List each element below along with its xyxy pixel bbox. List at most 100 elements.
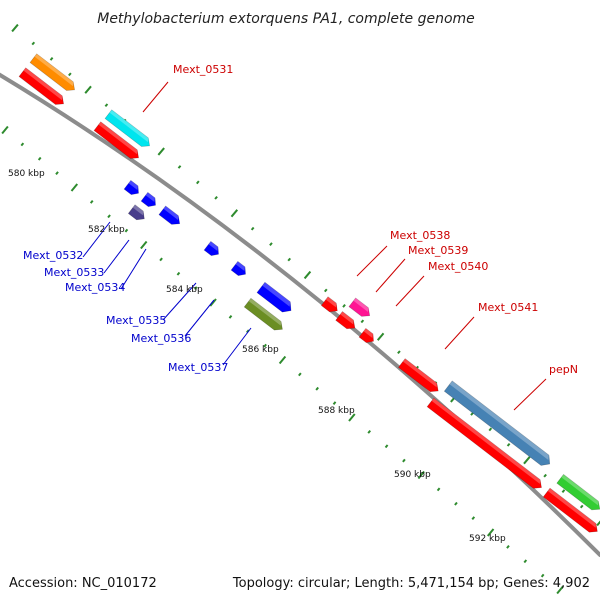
gene-arrow-highlight: [235, 261, 246, 271]
tick-mark: [367, 430, 372, 434]
gene-arrow-highlight: [363, 328, 374, 338]
tick-mark: [303, 270, 312, 280]
gene-arrow-highlight: [402, 358, 437, 388]
gene-label[interactable]: Mext_0536: [131, 332, 191, 345]
tick-mark: [84, 85, 92, 94]
gene-labels: Mext_0531Mext_0532Mext_0533Mext_0534Mext…: [23, 63, 578, 411]
tick-mark: [11, 23, 19, 33]
gene-label-leader: [120, 248, 147, 290]
tick-mark: [49, 57, 54, 61]
tick-mark: [176, 271, 181, 276]
tick-mark: [488, 427, 493, 432]
gene-feature: [127, 204, 145, 221]
gene-arrow-highlight: [431, 398, 541, 484]
gene-arrow-highlight: [34, 53, 74, 87]
tick-mark: [397, 350, 401, 355]
gene-arrow-highlight: [98, 121, 138, 155]
gene-arrow-highlight: [128, 180, 139, 190]
gene-feature: [140, 191, 156, 207]
gene-label-leader: [103, 239, 130, 274]
gene-arrow: [18, 67, 64, 105]
gene-label[interactable]: Mext_0541: [478, 301, 538, 314]
tick-mark: [193, 286, 198, 290]
gene-arrow-highlight: [547, 488, 596, 528]
tick-mark: [177, 165, 182, 169]
gene-label-leader: [375, 258, 406, 293]
map-title: Methylobacterium extorquens PA1, complet…: [97, 11, 475, 27]
tick-mark: [89, 200, 94, 204]
gene-feature: [320, 296, 338, 313]
gene-arrow: [140, 191, 156, 207]
gene-feature: [243, 297, 283, 331]
gene-feature: [29, 53, 75, 91]
gene-label[interactable]: Mext_0539: [408, 244, 468, 257]
tick-mark: [228, 315, 233, 319]
tick-mark: [540, 573, 545, 578]
gene-arrow-highlight: [340, 311, 354, 325]
genome-summary-text: Topology: circular; Length: 5,471,154 bp…: [232, 576, 590, 591]
gene-label[interactable]: Mext_0537: [168, 361, 228, 374]
tick-mark: [140, 240, 148, 250]
gene-arrow: [243, 297, 283, 331]
gene-arrow-highlight: [23, 67, 63, 101]
tick-label: 584 kbp: [166, 285, 203, 295]
tick-mark: [454, 501, 458, 506]
gene-arrow-highlight: [353, 297, 369, 312]
gene-feature: [203, 240, 219, 256]
tick-mark: [315, 386, 319, 391]
tick-mark: [471, 516, 476, 520]
gene-label[interactable]: Mext_0531: [173, 63, 233, 76]
gene-label-leader: [184, 299, 215, 337]
tick-mark: [37, 156, 42, 161]
gene-feature: [158, 205, 181, 225]
tick-mark: [209, 298, 217, 307]
tick-label: 592 kbp: [469, 534, 506, 544]
gene-features: [18, 53, 600, 533]
tick-mark: [246, 329, 250, 334]
gene-label[interactable]: Mext_0535: [106, 314, 166, 327]
gene-feature: [123, 179, 139, 195]
gene-label-leader: [513, 378, 547, 411]
gene-feature: [556, 473, 600, 511]
gene-label[interactable]: pepN: [549, 363, 578, 376]
tick-mark: [470, 412, 474, 416]
tick-mark: [278, 355, 287, 365]
tick-mark: [596, 520, 600, 527]
gene-arrow: [104, 109, 150, 147]
gene-feature: [93, 121, 139, 159]
gene-arrow: [230, 260, 246, 276]
tick-mark: [159, 257, 163, 262]
gene-label-leader: [444, 316, 475, 350]
tick-mark: [298, 372, 302, 377]
gene-label[interactable]: Mext_0532: [23, 249, 83, 262]
gene-label[interactable]: Mext_0534: [65, 281, 125, 294]
gene-arrow-highlight: [109, 109, 149, 143]
tick-label: 580 kbp: [8, 169, 45, 179]
gene-arrow-highlight: [262, 282, 291, 307]
gene-feature: [256, 281, 292, 313]
gene-feature: [542, 487, 598, 533]
tick-mark: [20, 142, 25, 147]
tick-mark: [556, 585, 564, 595]
tick-mark: [348, 413, 356, 422]
gene-arrow-highlight: [208, 241, 219, 251]
gene-arrow-highlight: [132, 204, 144, 216]
tick-label: 582 kbp: [88, 225, 125, 235]
gene-arrow: [397, 358, 439, 393]
tick-mark: [360, 319, 365, 324]
gene-feature: [358, 327, 374, 343]
gene-label-leader: [395, 275, 425, 307]
tick-mark: [523, 456, 531, 465]
gene-label-leader: [142, 81, 169, 113]
gene-arrow-highlight: [325, 296, 337, 308]
gene-label-leader: [222, 327, 252, 366]
tick-mark: [384, 444, 389, 449]
gene-feature: [18, 67, 64, 105]
gene-label[interactable]: Mext_0533: [44, 266, 104, 279]
tick-mark: [506, 545, 510, 549]
gene-arrow-highlight: [561, 474, 599, 506]
gene-label[interactable]: Mext_0538: [390, 229, 450, 242]
tick-mark: [417, 470, 425, 480]
gene-label[interactable]: Mext_0540: [428, 260, 488, 273]
